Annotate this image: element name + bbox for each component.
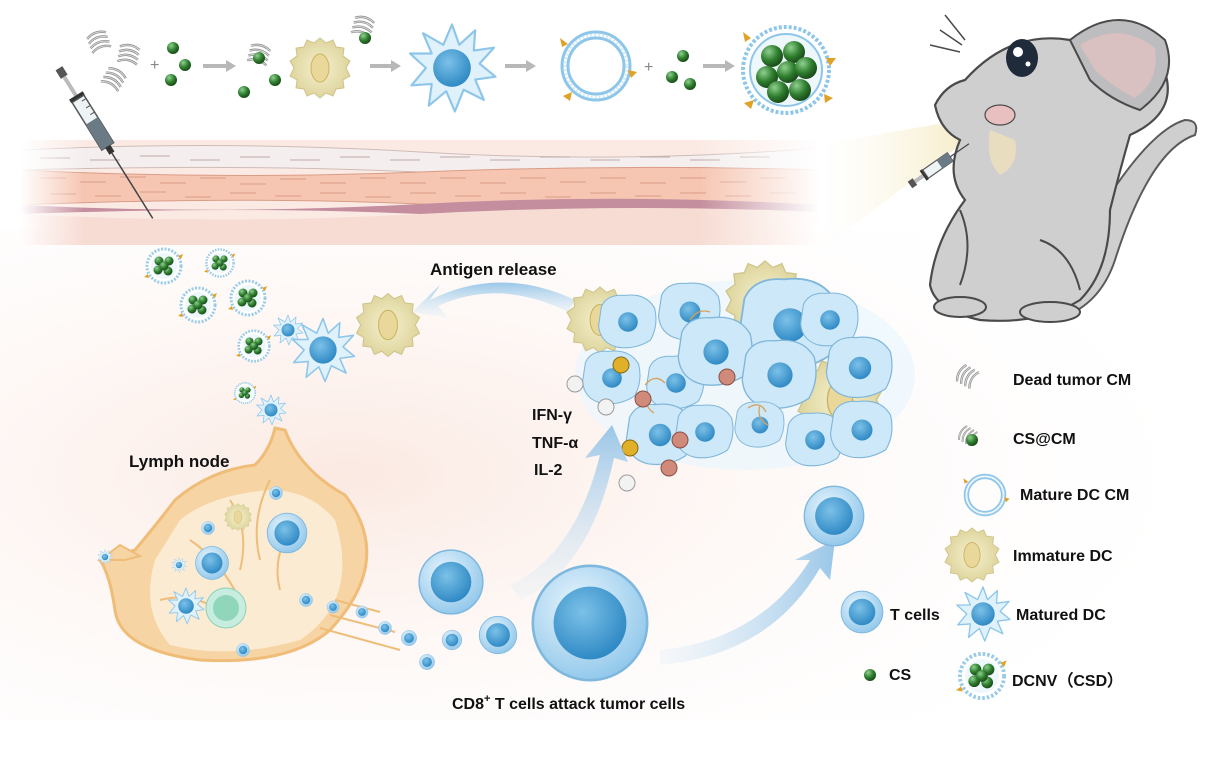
migrating-t-cell (803, 485, 865, 547)
mouse-icon (928, 14, 1198, 323)
cytokine-ifn-label: IFN-γ (532, 407, 572, 424)
immature-dc-icon (289, 37, 351, 99)
dead-tumor-membrane-icon (84, 28, 142, 93)
cd8-caption-suffix: T cells attack tumor cells (490, 696, 686, 713)
svg-text:+: + (150, 57, 159, 74)
legend-mature-dc-cm: Mature DC CM (1020, 487, 1130, 504)
cytokine-beads (566, 356, 736, 492)
cd8-t-cell (531, 564, 649, 682)
legend-dcnv: DCNV（CSD） (1012, 673, 1124, 690)
cs-sphere-icon (165, 42, 191, 86)
top-workflow: + + (84, 13, 836, 115)
lymph-node-label: Lymph node (129, 452, 230, 471)
tcell-migration-arrow (660, 540, 835, 665)
cs-sphere-icon (666, 50, 696, 90)
cs-sphere-icon (864, 669, 876, 681)
cs-at-cm-icon (349, 13, 377, 44)
tcell-activation-arrow (510, 425, 628, 600)
legend-dead-tumor-cm: Dead tumor CM (1013, 372, 1132, 389)
dcnv-icon (741, 25, 836, 115)
legend-immature-dc: Immature DC (1013, 548, 1113, 565)
legend-cs: CS (889, 667, 912, 684)
cd8-caption-prefix: CD8 (452, 696, 485, 713)
syringe-icon (907, 143, 970, 189)
antigen-release-arrow (412, 282, 575, 318)
legend-cs-at-cm: CS@CM (1013, 431, 1076, 448)
mature-dc-membrane-icon (560, 30, 637, 102)
svg-text:+: + (644, 59, 653, 76)
legend-matured-dc: Matured DC (1016, 607, 1106, 624)
injection-beam (820, 120, 980, 250)
cs-at-cm-icon (238, 41, 281, 98)
cytokine-tnf-label: TNF-α (532, 435, 579, 452)
matured-dc-icon (408, 23, 497, 113)
syringe-icon (55, 66, 154, 219)
cd8-caption: CD8+ T cells attack tumor cells (452, 693, 686, 714)
cytokine-il2-label: IL-2 (534, 462, 563, 479)
antigen-release-label: Antigen release (430, 260, 557, 279)
lymph-node-cells (97, 486, 518, 670)
t-cell-icon (840, 590, 884, 634)
cd8-caption-sup: + (484, 693, 491, 705)
legend-t-cells: T cells (890, 607, 940, 624)
skin-layer (19, 140, 821, 245)
